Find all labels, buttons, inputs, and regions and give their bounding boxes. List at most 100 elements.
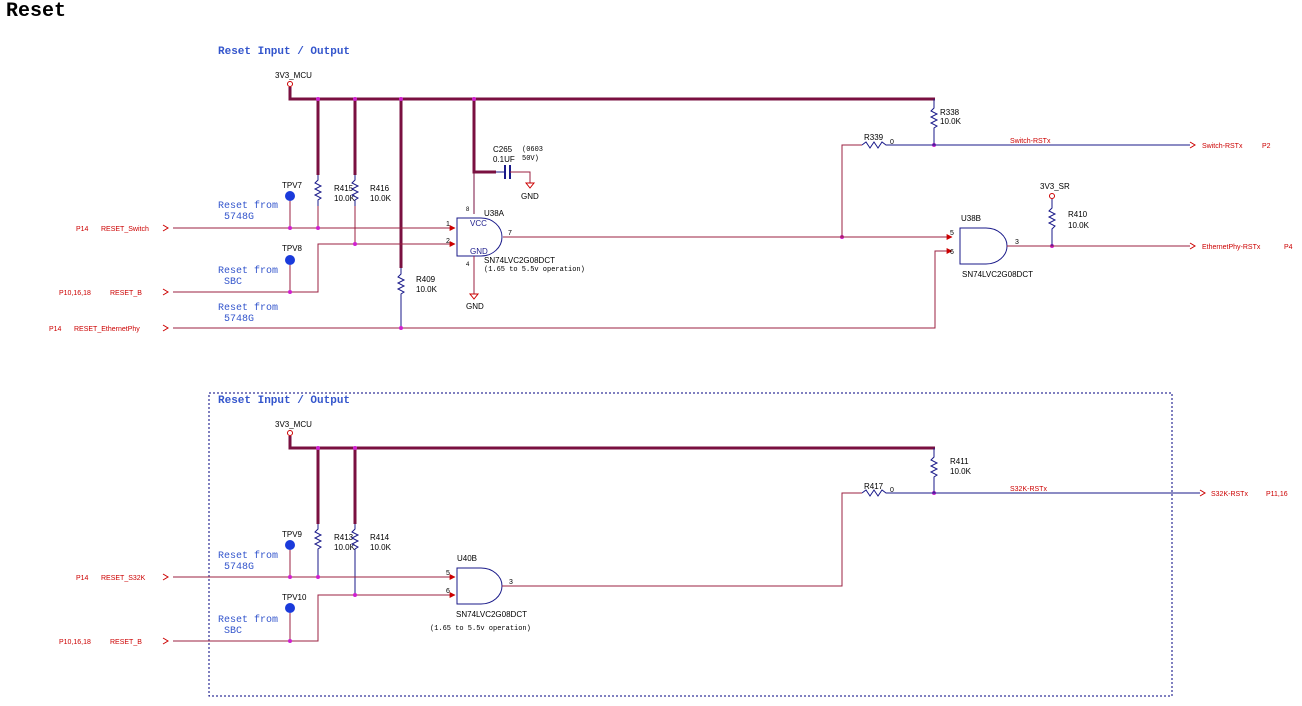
u40b-pin3: 3 — [509, 579, 513, 586]
u38b-ref: U38B — [961, 214, 981, 223]
r413-ref: R413 — [334, 533, 354, 542]
r416-value: 10.0K — [370, 194, 392, 203]
u38b-pin5: 5 — [950, 230, 954, 237]
gnd-label-2: GND — [466, 302, 484, 311]
output-s32k-rstx-port: S32K-RSTx — [1211, 491, 1248, 498]
tpv10-note-2: SBC — [224, 626, 242, 637]
input-reset-b2-net: RESET_B — [110, 639, 142, 646]
supply-3v3-sr-label: 3V3_SR — [1040, 182, 1070, 191]
output-switch-rstx-port: Switch-RSTx — [1202, 143, 1243, 150]
input-reset-s32k-net: RESET_S32K — [101, 575, 146, 582]
u38a-pin4: 4 — [466, 262, 470, 268]
tpv8-note-1: Reset from — [218, 265, 278, 277]
r339-value: 0 — [890, 139, 894, 146]
u38b-pin6: 6 — [950, 249, 954, 256]
u38a-gnd-pin: GND — [470, 247, 488, 256]
c265-package: (0603 — [522, 146, 543, 154]
top-resistor-r338 — [929, 99, 939, 145]
tpv9-note-1: Reset from — [218, 550, 278, 562]
tpv7-note-1: Reset from — [218, 200, 278, 212]
top-heading: Reset Input / Output — [218, 46, 350, 58]
tpv8-testpoint — [285, 255, 295, 265]
bottom-wire-junctions — [288, 491, 936, 643]
input-reset-switch-net: RESET_Switch — [101, 226, 149, 233]
bottom-bus-junctions — [316, 446, 357, 450]
top-resistor-r410 — [1047, 199, 1057, 246]
top-supply-symbol — [287, 81, 293, 87]
page-title: Reset — [6, 0, 67, 23]
r417-ref: R417 — [864, 482, 884, 491]
input-reset-s32k-page: P14 — [76, 575, 89, 582]
u40b-pin6: 6 — [446, 588, 450, 595]
r415-ref: R415 — [334, 184, 354, 193]
top-wire-junctions — [288, 143, 1054, 330]
top-bus-junctions — [316, 97, 476, 101]
top-resistor-r416 — [350, 175, 360, 206]
r338-ref: R338 — [940, 108, 960, 117]
top-resistor-r415 — [313, 175, 323, 206]
r416-ref: R416 — [370, 184, 390, 193]
u38b-and-gate — [959, 227, 1008, 265]
top-resistor-r339 — [861, 141, 1190, 149]
u40b-range: (1.65 to 5.5v operation) — [430, 625, 531, 633]
r410-ref: R410 — [1068, 210, 1088, 219]
top-supply-label: 3V3_MCU — [275, 71, 312, 80]
u38a-pin8: 8 — [466, 207, 470, 213]
c265-value: 0.1UF — [493, 155, 515, 164]
u38a-pin7: 7 — [508, 230, 512, 237]
tpv7-testpoint — [285, 191, 295, 201]
r338-value: 10.0K — [940, 117, 962, 126]
u38a-part: SN74LVC2G08DCT — [484, 256, 555, 265]
c265-ref: C265 — [493, 145, 513, 154]
bottom-resistor-r413 — [313, 524, 323, 577]
bottom-heading: Reset Input / Output — [218, 395, 350, 407]
ethphy-note-1: Reset from — [218, 302, 278, 314]
u38b-pin3: 3 — [1015, 239, 1019, 246]
bottom-resistor-r417 — [861, 489, 1200, 497]
u40b-part: SN74LVC2G08DCT — [456, 610, 527, 619]
tpv9-testpoint — [285, 540, 295, 550]
bottom-supply-label: 3V3_MCU — [275, 420, 312, 429]
bottom-power-bus — [288, 436, 935, 450]
r414-ref: R414 — [370, 533, 390, 542]
r339-ref: R339 — [864, 133, 884, 142]
r417-value: 0 — [890, 487, 894, 494]
tpv10-note-1: Reset from — [218, 614, 278, 626]
tpv10-ref: TPV10 — [282, 593, 307, 602]
tpv7-note-2: 5748G — [224, 212, 254, 223]
tpv8-note-2: SBC — [224, 277, 242, 288]
r415-value: 10.0K — [334, 194, 356, 203]
top-power-bus — [288, 87, 935, 101]
r414-value: 10.0K — [370, 543, 392, 552]
wire-u40b-out — [502, 492, 862, 587]
u40b-ref: U40B — [457, 554, 477, 563]
tpv9-note-2: 5748G — [224, 562, 254, 573]
u38a-and-gate — [456, 217, 503, 257]
wire-reset-ethphy — [173, 248, 953, 329]
c265-voltage: 50V) — [522, 155, 539, 163]
input-reset-ethphy-net: RESET_EthernetPhy — [74, 326, 140, 333]
output-switch-rstx-page: P2 — [1262, 143, 1271, 150]
r411-ref: R411 — [950, 457, 969, 466]
input-reset-switch-page: P14 — [76, 226, 89, 233]
wire-s32k-rstx-label: S32K-RSTx — [1010, 486, 1047, 493]
input-reset-b2-page: P10,16,18 — [59, 639, 91, 646]
u40b-and-gate — [456, 567, 503, 605]
u38a-pin2: 2 — [446, 238, 450, 245]
output-ethphy-rstx-port: EthernetPhy-RSTx — [1202, 244, 1261, 251]
gnd-symbol-2 — [468, 293, 480, 300]
gnd-label-1: GND — [521, 192, 539, 201]
bottom-resistor-r414 — [350, 524, 360, 595]
r413-value: 10.0K — [334, 543, 356, 552]
u38a-ref: U38A — [484, 209, 505, 218]
supply-3v3-sr-symbol — [1049, 193, 1055, 199]
wire-reset-b2 — [173, 592, 456, 642]
input-reset-ethphy-page: P14 — [49, 326, 62, 333]
u38a-vcc-pin: VCC — [470, 219, 487, 228]
u38a-range: (1.65 to 5.5v operation) — [484, 266, 585, 274]
top-resistor-r409 — [396, 268, 406, 328]
r411-value: 10.0K — [950, 467, 972, 476]
output-s32k-rstx-page: P11,16 — [1266, 491, 1288, 498]
r409-value: 10.0K — [416, 285, 438, 294]
